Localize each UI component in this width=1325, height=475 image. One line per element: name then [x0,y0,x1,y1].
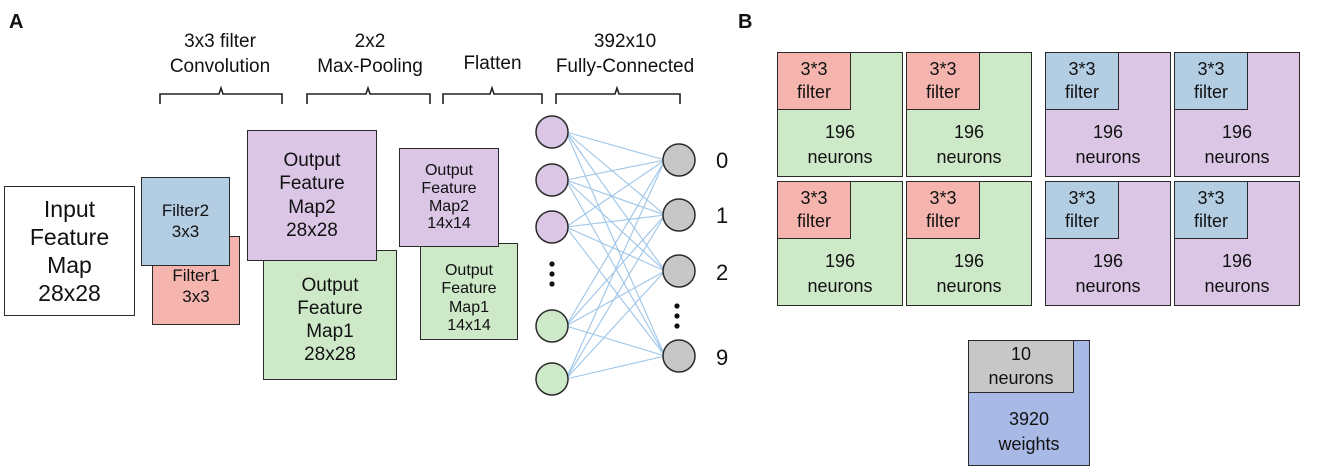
conv-weight-cell: 3*3 filter 196 neurons [1045,52,1171,177]
conv-brace [159,85,283,104]
flatten-brace [442,85,543,104]
filter-sub-block: 3*3 filter [907,53,980,110]
output-feature-map1-28: Output Feature Map1 28x28 [263,250,397,380]
neuron-count-label: 196 neurons [936,250,1002,296]
filter-sub-block: 3*3 filter [778,53,851,110]
conv-weight-cell: 3*3 filter 196 neurons [777,181,903,306]
neuron-count-label: 196 neurons [1075,121,1141,167]
output-feature-map2-14: Output Feature Map2 14x14 [399,148,499,247]
input-feature-map: Input Feature Map 28x28 [4,186,135,316]
fc-connection [565,159,666,181]
fc-connection [565,270,666,327]
fc-output-neuron [662,143,696,177]
fc-output-neuron [662,198,696,232]
conv-weight-cell: 3*3 filter 196 neurons [1174,52,1300,177]
filter-sub-block: 3*3 filter [778,182,851,239]
fc-connection [565,131,666,161]
input-ellipsis-dot [549,271,555,277]
output-ellipsis-dot [674,323,680,329]
fc-connection [565,355,666,380]
output-label-2: 2 [716,260,729,285]
fc-connection [565,131,666,216]
fc-connection [565,179,666,272]
filter-sub-block: 3*3 filter [1046,182,1119,239]
fc-connection [565,131,666,272]
header-braces [159,85,681,104]
fc-input-neuron [535,163,569,197]
conv-header: 3x3 filter Convolution [169,31,271,77]
fc-connection [565,179,666,216]
filter-sub-block: 3*3 filter [907,182,980,239]
fc-input-neuron [535,210,569,244]
neuron-count-label: 196 neurons [1204,121,1270,167]
output-label-0: 0 [716,148,729,173]
fc-input-neuron [535,309,569,343]
neuron-count-label: 196 neurons [1075,250,1141,296]
fc-output-neuron [662,254,696,288]
fc-connection [565,159,666,327]
fc-input-neuron [535,362,569,396]
fc-output-neuron [662,339,696,373]
output-feature-map1-14: Output Feature Map1 14x14 [420,243,518,340]
pool-brace [306,85,431,104]
fc-network [535,115,696,396]
fc-connection [565,226,666,272]
fc-header: 392x10 Fully-Connected [555,31,695,77]
panel-b-label: B [738,11,753,33]
fc-connection [565,226,666,357]
conv-weight-cell: 3*3 filter 196 neurons [1174,181,1300,306]
neuron-count-label: 196 neurons [807,250,873,296]
output-ellipsis-dot [674,313,680,319]
conv-weight-cell: 3*3 filter 196 neurons [906,52,1032,177]
input-ellipsis-dot [549,281,555,287]
output-ellipsis-dot [674,303,680,309]
fc-connection [565,270,666,380]
conv-weight-cell: 3*3 filter 196 neurons [1045,181,1171,306]
fc-connection [565,179,666,357]
fc-connection [565,159,666,228]
output-label-9: 9 [716,345,729,370]
fc-connection [565,159,666,380]
fc-weight-cell: 10 neurons 3920 weights [968,340,1090,466]
panel-a-label: A [9,11,24,33]
output-label-1: 1 [716,203,729,228]
fc-connection [565,325,666,357]
filter-sub-block: 3*3 filter [1046,53,1119,110]
neuron-count-label: 196 neurons [807,121,873,167]
fc-connection [565,214,666,380]
fc-weights-label: 3920 weights [998,408,1060,454]
conv-weight-cell: 3*3 filter 196 neurons [906,181,1032,306]
filter-sub-block: 3*3 filter [1175,53,1248,110]
neuron-count-label: 196 neurons [936,121,1002,167]
output-feature-map2-28: Output Feature Map2 28x28 [247,130,377,261]
filter-sub-block: 3*3 filter [1175,182,1248,239]
conv-weight-cell: 3*3 filter 196 neurons [777,52,903,177]
filter2-box: Filter2 3x3 [141,177,230,266]
fc-brace [555,85,681,104]
neuron-count-label: 196 neurons [1204,250,1270,296]
pool-header: 2x2 Max-Pooling [317,31,423,77]
fc-connection [565,214,666,228]
fc-input-neuron [535,115,569,149]
flatten-header: Flatten [463,53,522,74]
fc-neurons-sub: 10 neurons [969,341,1074,393]
input-ellipsis-dot [549,261,555,267]
